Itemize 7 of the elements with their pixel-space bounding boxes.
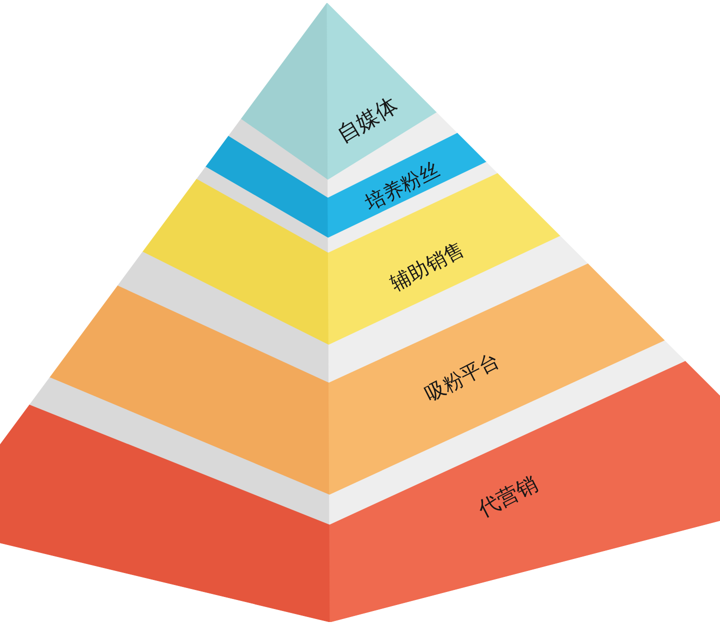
layer-label: 辅助销售 <box>386 238 468 294</box>
layer-label: 自媒体 <box>334 94 402 148</box>
layer-label: 吸粉平台 <box>422 350 502 404</box>
layer-label: 培养粉丝 <box>362 158 442 214</box>
pyramid-layer <box>142 162 561 345</box>
pyramid-layer <box>0 340 720 622</box>
layer-label: 代营销 <box>475 473 541 521</box>
